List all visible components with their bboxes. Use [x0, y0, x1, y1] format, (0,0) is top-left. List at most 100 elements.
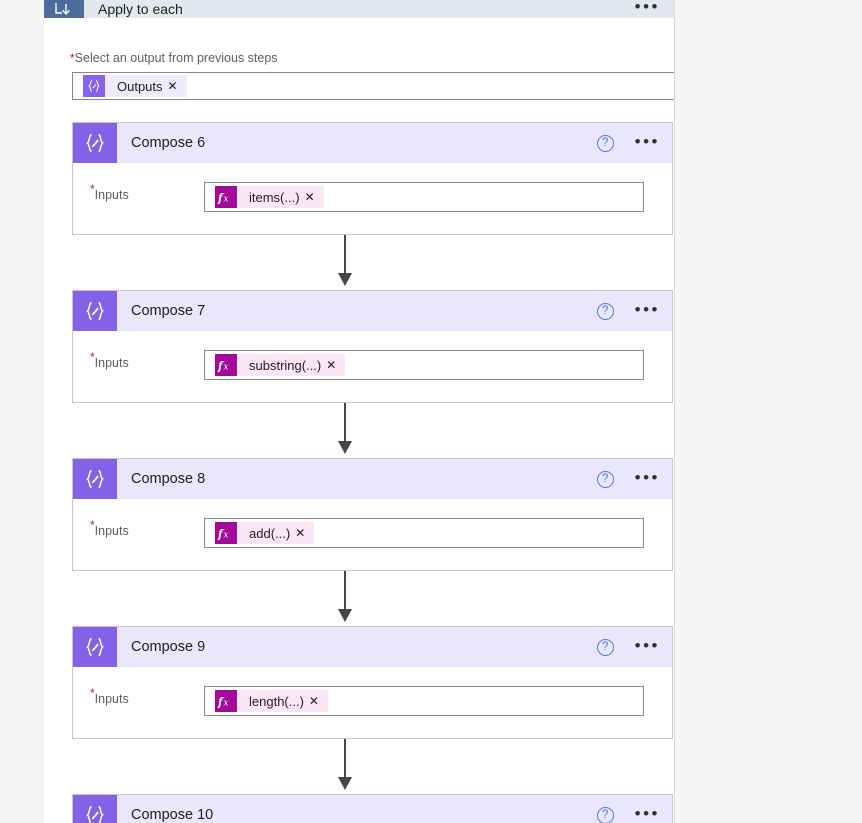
outputs-token-chip[interactable]: Outputs ✕	[83, 75, 187, 97]
svg-text:x: x	[224, 363, 229, 373]
action-card-menu-icon[interactable]: •••	[634, 635, 660, 655]
expression-token-remove-icon[interactable]: ✕	[308, 694, 319, 708]
action-card-header[interactable]: Compose 6? •••	[73, 123, 672, 163]
action-card-menu-icon[interactable]: •••	[634, 299, 660, 319]
action-card-actions: ? •••	[596, 291, 660, 331]
compose-icon	[73, 627, 117, 667]
inputs-label: *Inputs	[73, 686, 204, 712]
required-asterisk: *	[90, 182, 95, 196]
action-connector	[58, 235, 660, 290]
action-card-menu-icon[interactable]: •••	[634, 803, 660, 823]
inputs-label-text: Inputs	[94, 188, 129, 202]
action-card-actions: ? •••	[596, 795, 660, 823]
connector-arrow-icon	[338, 441, 352, 454]
help-icon[interactable]: ?	[596, 806, 614, 823]
apply-to-each-menu-icon[interactable]: •••	[634, 0, 660, 16]
action-card-header[interactable]: Compose 9? •••	[73, 627, 672, 667]
connector-line	[344, 571, 346, 613]
select-output-label-text: Select an output from previous steps	[74, 51, 278, 65]
required-asterisk: *	[90, 518, 95, 532]
workflow-designer-panel: Apply to each ••• *Select an output from…	[44, 0, 675, 823]
expression-token-remove-icon[interactable]: ✕	[326, 358, 337, 372]
inputs-label-text: Inputs	[94, 692, 129, 706]
svg-text:f: f	[217, 192, 225, 205]
action-card-title: Compose 9	[131, 639, 206, 655]
action-card-header[interactable]: Compose 8? •••	[73, 459, 672, 499]
connector-arrow-icon	[338, 273, 352, 286]
action-card-actions: ? •••	[596, 459, 660, 499]
outputs-token-label: Outputs	[117, 78, 163, 94]
apply-to-each-body: *Select an output from previous steps Ou…	[44, 51, 674, 823]
foreach-loop-icon	[44, 0, 84, 18]
action-card-title: Compose 6	[131, 135, 206, 151]
apply-to-each-title: Apply to each	[98, 1, 183, 17]
outputs-token-remove-icon[interactable]: ✕	[167, 79, 178, 93]
action-card-title: Compose 7	[131, 303, 206, 319]
inputs-label: *Inputs	[73, 182, 204, 208]
action-connector	[58, 571, 660, 626]
connector-arrow-icon	[338, 777, 352, 790]
apply-to-each-header[interactable]: Apply to each •••	[44, 0, 674, 18]
action-card-header[interactable]: Compose 7? •••	[73, 291, 672, 331]
action-connector	[58, 403, 660, 458]
expression-token-label: length(...)	[249, 693, 304, 709]
expression-token-label: add(...)	[249, 525, 291, 541]
inputs-label-text: Inputs	[94, 356, 129, 370]
action-card-header[interactable]: Compose 10? •••	[73, 795, 672, 823]
svg-text:x: x	[224, 699, 229, 709]
action-card-menu-icon[interactable]: •••	[634, 131, 660, 151]
expression-token-label: substring(...)	[249, 357, 322, 373]
help-icon[interactable]: ?	[596, 470, 614, 488]
connector-line	[344, 235, 346, 277]
svg-text:f: f	[217, 696, 225, 709]
required-asterisk: *	[70, 51, 75, 65]
required-asterisk: *	[90, 350, 95, 364]
help-icon[interactable]: ?	[596, 638, 614, 656]
action-card-title: Compose 10	[131, 807, 214, 823]
connector-arrow-icon	[338, 609, 352, 622]
inputs-label: *Inputs	[73, 518, 204, 544]
action-connector	[58, 739, 660, 794]
inputs-label: *Inputs	[73, 350, 204, 376]
action-card-title: Compose 8	[131, 471, 206, 487]
select-output-input[interactable]: Outputs ✕	[72, 72, 674, 100]
help-icon[interactable]: ?	[596, 134, 614, 152]
required-asterisk: *	[90, 686, 95, 700]
compose-icon	[73, 795, 117, 823]
svg-text:x: x	[224, 195, 229, 205]
help-icon[interactable]: ?	[596, 302, 614, 320]
inputs-label-text: Inputs	[94, 524, 129, 538]
compose-icon	[73, 459, 117, 499]
expression-token-remove-icon[interactable]: ✕	[295, 526, 306, 540]
compose-icon	[73, 291, 117, 331]
action-card-actions: ? •••	[596, 627, 660, 667]
action-card-menu-icon[interactable]: •••	[634, 467, 660, 487]
compose-token-icon	[83, 75, 105, 97]
connector-line	[344, 403, 346, 445]
connector-line	[344, 739, 346, 781]
svg-text:x: x	[224, 531, 229, 541]
expression-token-remove-icon[interactable]: ✕	[304, 190, 315, 204]
